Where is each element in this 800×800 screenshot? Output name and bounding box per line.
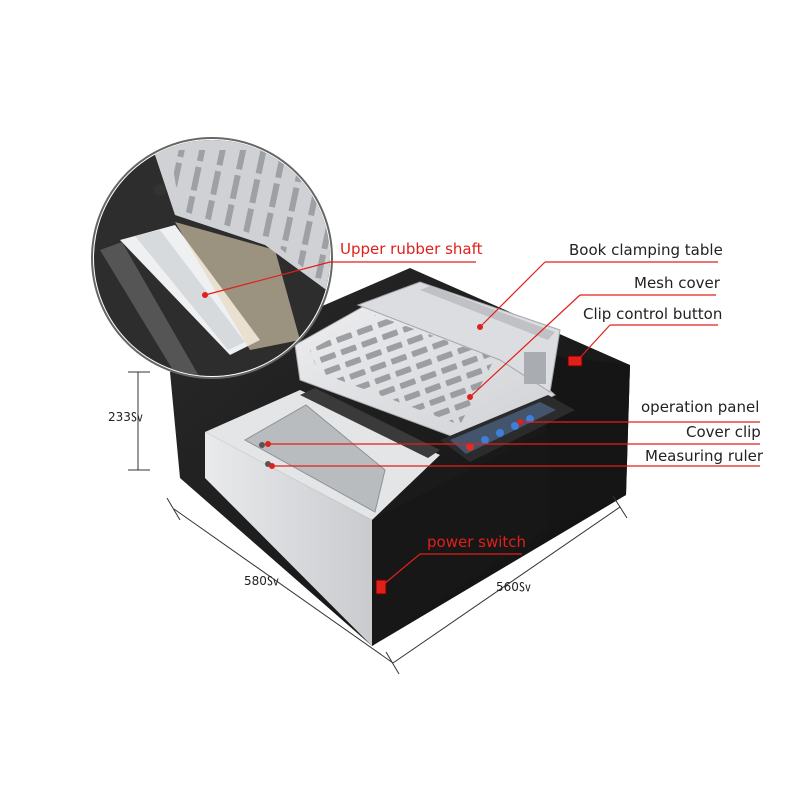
zoom-inset xyxy=(91,137,333,379)
clip-control-button xyxy=(567,355,583,367)
power-switch-indicator xyxy=(375,579,387,595)
feed-tray xyxy=(205,388,440,520)
callout-lines xyxy=(204,261,760,585)
label-book-clamping-table: Book clamping table xyxy=(569,241,723,259)
panel-button xyxy=(496,429,504,437)
panel-button xyxy=(511,422,519,430)
dimension-width-label: 580㏜ xyxy=(244,574,279,588)
dimension-height-label: 233㏜ xyxy=(108,410,143,424)
operation-panel xyxy=(440,395,575,462)
front-side-panel xyxy=(205,432,372,646)
label-mesh-cover: Mesh cover xyxy=(634,274,720,292)
dimension-depth-label: 560㏜ xyxy=(496,580,531,594)
book-clamping-table xyxy=(356,281,561,393)
label-cover-clip: Cover clip xyxy=(686,423,761,441)
panel-button xyxy=(481,436,489,444)
panel-button xyxy=(526,415,534,423)
callout-dots xyxy=(202,292,523,469)
label-measuring-ruler: Measuring ruler xyxy=(645,447,764,465)
panel-button xyxy=(466,443,474,451)
label-clip-control-button: Clip control button xyxy=(583,305,723,323)
measuring-ruler-plate xyxy=(243,404,386,513)
dimension-lines xyxy=(128,371,628,675)
label-power-switch: power switch xyxy=(427,533,527,551)
label-upper-rubber-shaft: Upper rubber shaft xyxy=(340,240,483,258)
label-operation-panel: operation panel xyxy=(641,398,760,416)
